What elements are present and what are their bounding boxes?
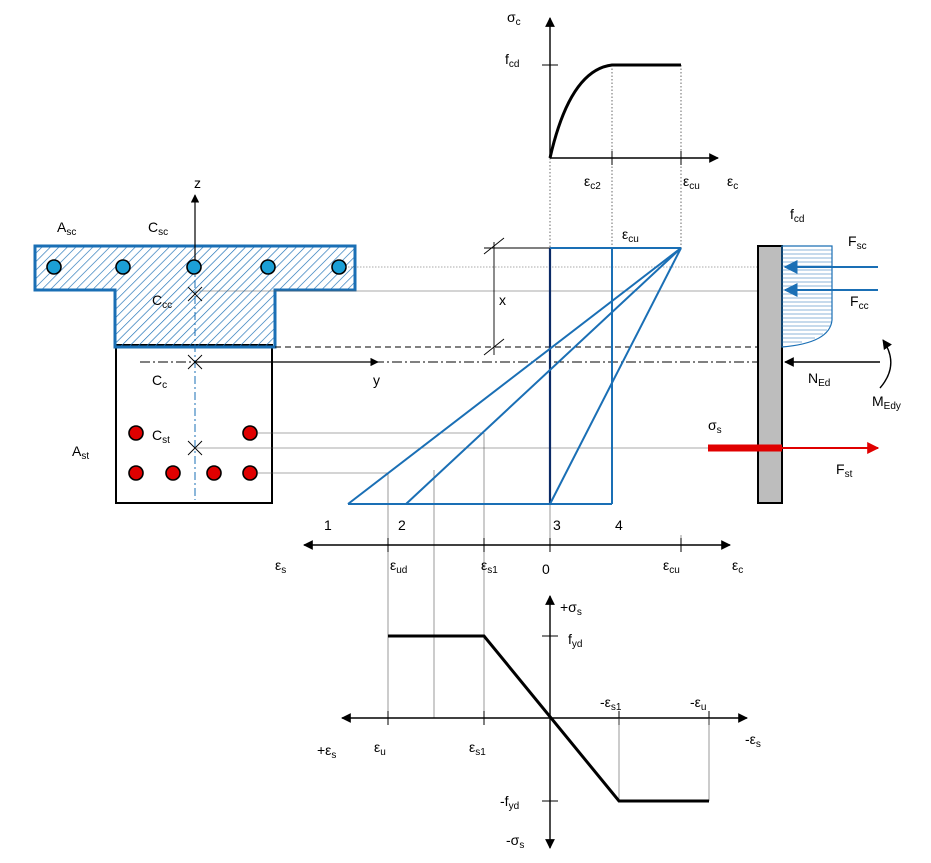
stress-block-hatch bbox=[782, 249, 832, 343]
steel-minus-es1-label: -εs1 bbox=[600, 694, 622, 713]
section-elevation-bar bbox=[757, 245, 783, 504]
x-dimension bbox=[483, 237, 550, 356]
fst-label: Fst bbox=[836, 461, 853, 480]
compression-bar bbox=[331, 259, 347, 275]
steel-minus-sigma-label: -σs bbox=[506, 832, 524, 851]
steel-plus-es-label: +εs bbox=[317, 742, 336, 761]
ast-label: Ast bbox=[72, 443, 89, 462]
steel-minus-fyd-label: -fyd bbox=[500, 793, 519, 812]
steel-fyd-label: fyd bbox=[568, 631, 582, 650]
concrete-ecu-label: εcu bbox=[683, 173, 700, 192]
concrete-ec2-label: εc2 bbox=[584, 173, 601, 192]
csc-label: Csc bbox=[148, 219, 168, 238]
strain-axis-ec-label: εc bbox=[732, 557, 743, 576]
steel-es1-label: εs1 bbox=[469, 739, 486, 758]
cross-section bbox=[33, 194, 379, 504]
medy-label: MEdy bbox=[872, 393, 901, 412]
strain-axis-es-label: εs bbox=[275, 557, 286, 576]
tension-bar bbox=[165, 465, 181, 481]
strain-axis-zero-label: 0 bbox=[542, 561, 550, 577]
tension-bar bbox=[242, 465, 258, 481]
parabola-rectangle-curve bbox=[548, 63, 681, 159]
cst-label: Cst bbox=[152, 427, 170, 446]
steel-minus-eu-label: -εu bbox=[690, 694, 706, 713]
fcd-force-label: fcd bbox=[790, 206, 804, 225]
tension-bar bbox=[128, 425, 144, 441]
ccc-label: Ccc bbox=[152, 292, 172, 311]
strain-diagram: x εcu 1 2 3 4 εs εud εs1 0 εcu εc bbox=[275, 226, 743, 577]
reference-lines bbox=[140, 65, 780, 718]
compression-bar bbox=[46, 259, 62, 275]
fsc-label: Fsc bbox=[848, 233, 867, 252]
compression-bar bbox=[186, 259, 202, 275]
asc-label: Asc bbox=[57, 219, 76, 238]
ned-label: NEd bbox=[808, 370, 830, 389]
compression-bars bbox=[46, 259, 347, 275]
steel-law-graph: +σs fyd -εs1 -εu -εs +εs εu εs1 -fyd -σs bbox=[317, 595, 761, 851]
strain-axis-ecu-label: εcu bbox=[663, 557, 680, 576]
x-label: x bbox=[499, 292, 506, 308]
cc-label: Cc bbox=[152, 372, 167, 391]
elastic-plastic-curve bbox=[388, 634, 709, 803]
tension-bar bbox=[242, 425, 258, 441]
concrete-sigma-label: σc bbox=[507, 9, 521, 28]
z-axis-label: z bbox=[194, 175, 201, 191]
strain-profiles bbox=[347, 247, 682, 505]
strain-line-4-label: 4 bbox=[615, 517, 623, 533]
tension-bars bbox=[128, 425, 258, 481]
concrete-ec-label: εc bbox=[727, 173, 738, 192]
y-axis-label: y bbox=[373, 372, 380, 388]
strain-line-1-label: 1 bbox=[324, 517, 332, 533]
strain-axis-eud-label: εud bbox=[390, 557, 407, 576]
compression-bar bbox=[115, 259, 131, 275]
strain-profile-2 bbox=[405, 247, 682, 505]
concrete-stress-block bbox=[781, 245, 833, 348]
steel-eu-label: εu bbox=[374, 739, 386, 758]
tension-bar bbox=[206, 465, 222, 481]
strain-axis-es1-label: εs1 bbox=[481, 557, 498, 576]
steel-minus-es-label: -εs bbox=[745, 731, 761, 750]
strain-line-3-label: 3 bbox=[553, 517, 561, 533]
concrete-fcd-label: fcd bbox=[505, 51, 519, 70]
tension-bar bbox=[128, 465, 144, 481]
strain-line-2-label: 2 bbox=[398, 517, 406, 533]
steel-plus-sigma-label: +σs bbox=[560, 599, 582, 618]
fcc-label: Fcc bbox=[850, 293, 869, 312]
strain-profile-1 bbox=[347, 247, 682, 505]
medy-moment-arrow bbox=[879, 339, 893, 389]
internal-forces: fcd Fsc Fcc NEd MEdy σs Fst bbox=[708, 206, 901, 504]
concrete-law-graph: σc fcd εc2 εcu εc bbox=[505, 9, 738, 192]
compression-bar bbox=[260, 259, 276, 275]
strain-profile-3 bbox=[549, 247, 682, 505]
ecu-top-label: εcu bbox=[622, 226, 639, 245]
steel-sigma-label: σs bbox=[708, 417, 722, 436]
